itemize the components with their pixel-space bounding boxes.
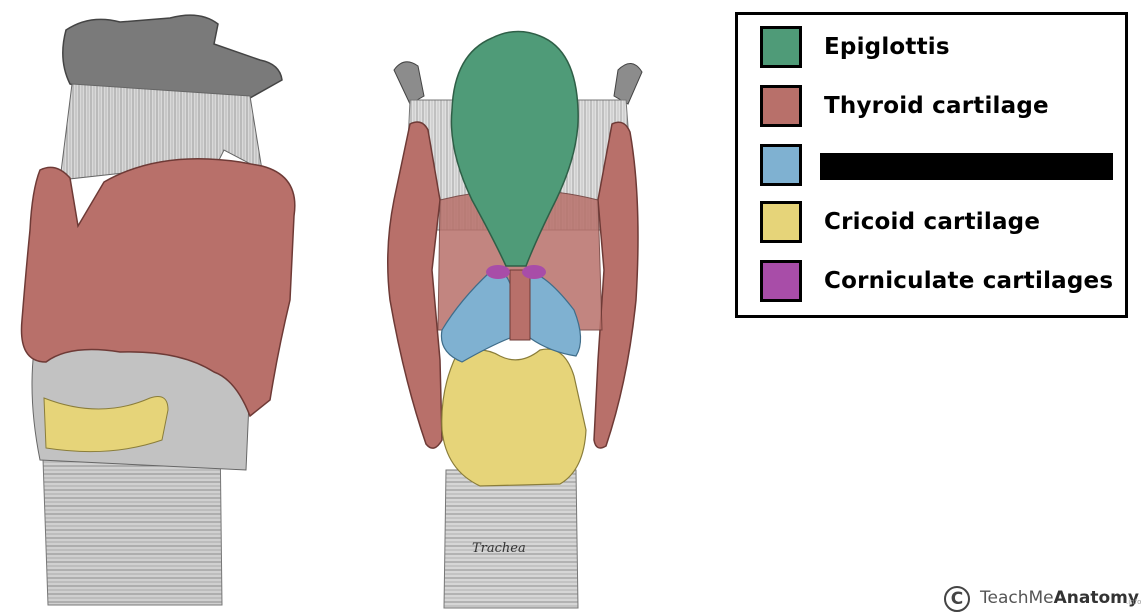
larynx-left-view — [20, 14, 296, 606]
legend-swatch — [760, 201, 802, 243]
legend-item-redacted — [760, 144, 1125, 192]
redacted-label-bar — [820, 153, 1113, 180]
legend-label: Thyroid cartilage — [824, 93, 1049, 119]
thyroid-cartilage-left — [20, 158, 296, 418]
legend-item-corniculate-cartilages: Corniculate cartilages — [760, 260, 1125, 308]
thyroid-cartilage-right-lamina-left — [387, 121, 443, 449]
superior-horn-left — [393, 61, 425, 105]
legend-label: Epiglottis — [824, 34, 950, 60]
legend-swatch — [760, 85, 802, 127]
brand-tld: .info — [1126, 598, 1142, 606]
corniculate-cartilage-left — [486, 265, 510, 279]
corniculate-cartilage-right — [522, 265, 546, 279]
cricoid-cartilage-left — [43, 396, 169, 453]
legend-swatch — [760, 26, 802, 68]
interarytenoid-strip — [509, 269, 531, 341]
larynx-right-view: Trachea — [387, 30, 643, 609]
superior-horn-right — [613, 63, 643, 105]
thyroid-cartilage-right-lamina-right — [593, 121, 639, 449]
legend-swatch — [760, 260, 802, 302]
trachea-right — [443, 469, 579, 609]
legend-item-thyroid-cartilage: Thyroid cartilage — [760, 85, 1125, 133]
brand-name: TeachMeAnatomy — [980, 588, 1139, 608]
hyoid-bone — [62, 14, 283, 101]
copyright-icon: C — [944, 586, 970, 612]
cricoid-cartilage-right — [441, 348, 587, 487]
epiglottis — [450, 30, 579, 267]
brand-logo[interactable]: C TeachMeAnatomy .info — [944, 586, 1142, 614]
brand-name-regular: TeachMe — [980, 588, 1054, 608]
brand-name-bold: Anatomy — [1053, 588, 1139, 608]
trachea-label: Trachea — [472, 541, 526, 556]
legend-item-epiglottis: Epiglottis — [760, 26, 1125, 74]
legend: Epiglottis Thyroid cartilage Cricoid car… — [735, 12, 1128, 318]
legend-label: Cricoid cartilage — [824, 209, 1041, 235]
legend-swatch — [760, 144, 802, 186]
arytenoid-cartilage-left — [440, 270, 513, 363]
legend-item-cricoid-cartilage: Cricoid cartilage — [760, 201, 1125, 249]
legend-label: Corniculate cartilages — [824, 268, 1114, 294]
